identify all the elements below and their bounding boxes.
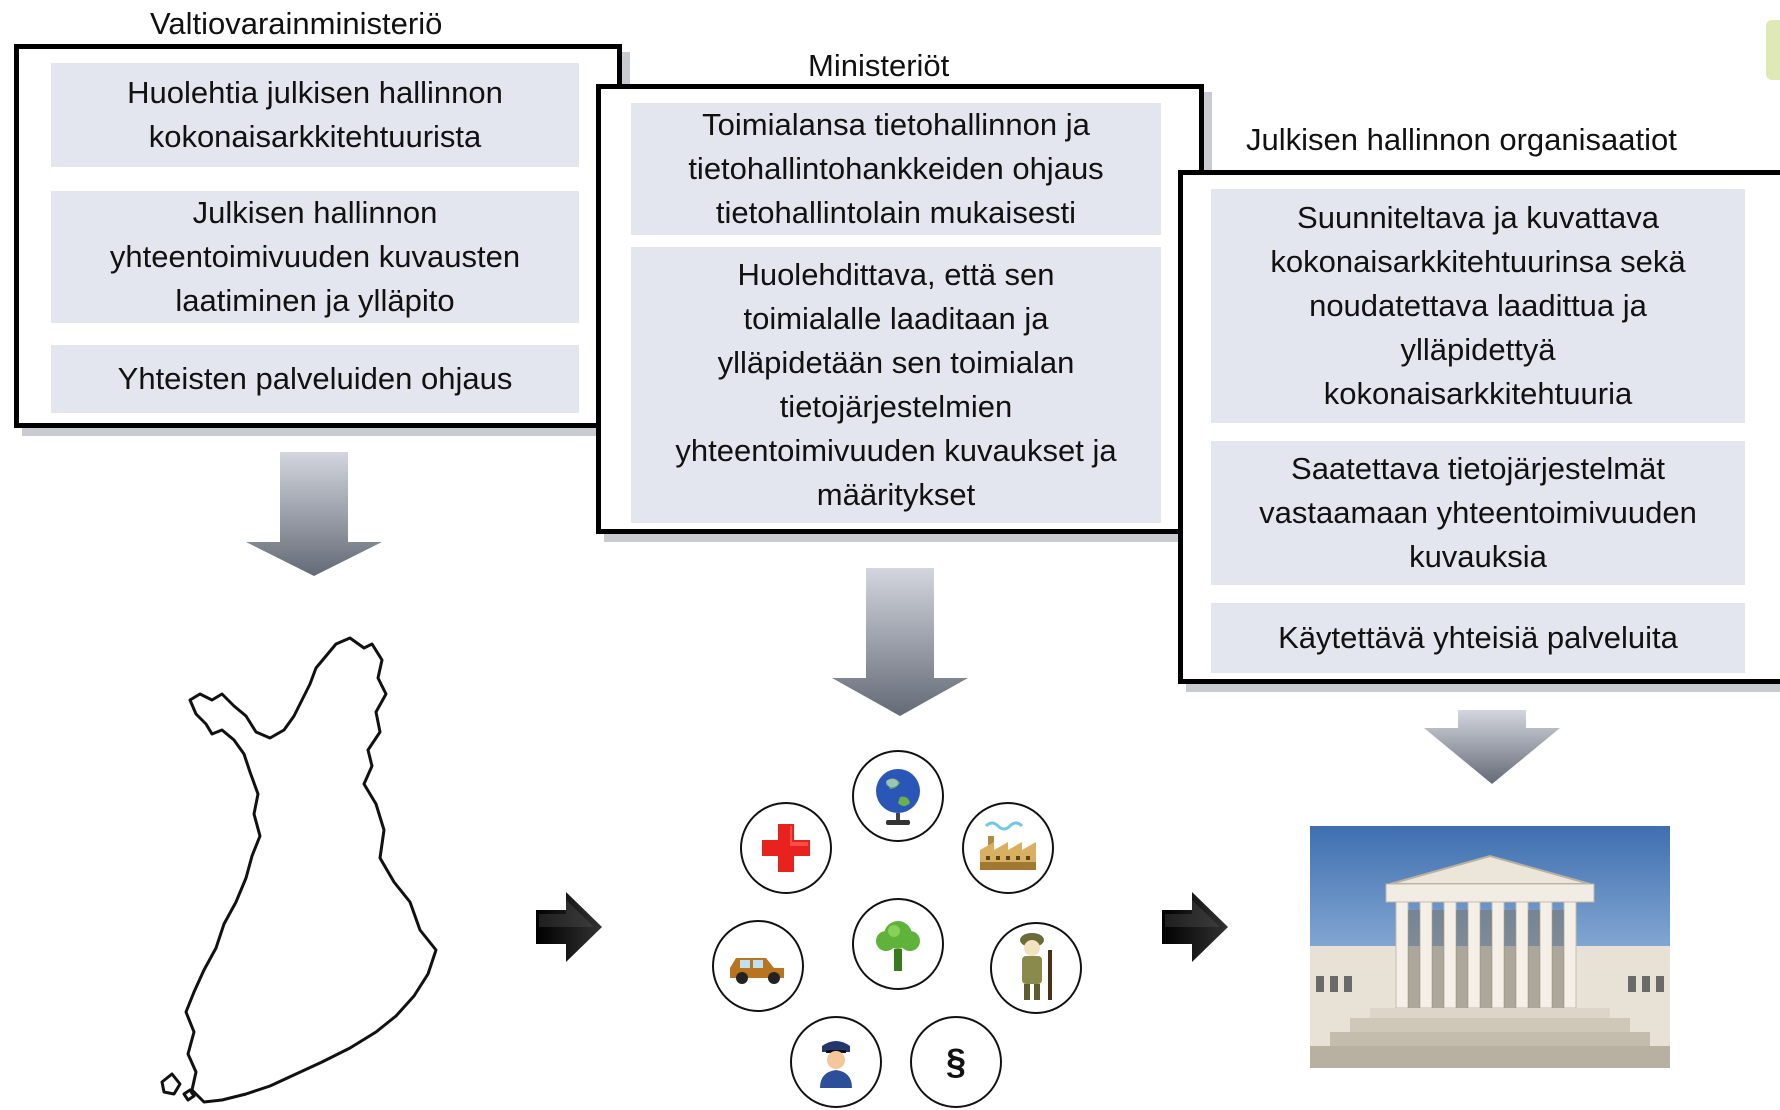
item-yhteiset-palvelut-kaytto: Käytettävä yhteisiä palveluita	[1211, 603, 1745, 673]
down-arrow-3	[1424, 710, 1560, 784]
item-yhteentoimivuuden-kuvaukset: Huolehdittava, että sen toimialalle laad…	[631, 247, 1161, 523]
item-yhteiset-palvelut: Yhteisten palveluiden ohjaus	[51, 345, 579, 413]
government-building-image	[1310, 826, 1670, 1068]
item-tietohallinnon-ohjaus: Toimialansa tietohallinnon ja tietohalli…	[631, 103, 1161, 235]
section-sign-glyph: §	[945, 1041, 967, 1082]
panel-valtiovarainministerio: Huolehtia julkisen hallinnon kokonaisark…	[14, 44, 622, 428]
right-arrow-1	[536, 892, 602, 962]
down-arrow-1	[246, 452, 382, 576]
column-title-organisaatiot: Julkisen hallinnon organisaatiot	[1246, 122, 1677, 157]
globe-icon	[852, 750, 944, 842]
corner-decoration	[1766, 20, 1780, 80]
factory-icon	[962, 802, 1054, 894]
section-sign-icon: §	[910, 1016, 1002, 1108]
down-arrow-2	[832, 568, 968, 716]
item-tietojarjestelmat: Saatettava tietojärjestelmät vastaamaan …	[1211, 441, 1745, 585]
item-kokonaisarkkitehtuuri: Huolehtia julkisen hallinnon kokonaisark…	[51, 63, 579, 167]
right-arrow-2	[1162, 892, 1228, 962]
item-kokonaisarkkitehtuuri-suunnittelu: Suunniteltava ja kuvattava kokonaisarkki…	[1211, 189, 1745, 423]
car-icon	[712, 920, 804, 1012]
item-yhteentoimivuus-kuvaukset: Julkisen hallinnon yhteentoimivuuden kuv…	[51, 191, 579, 323]
red-cross-icon	[740, 802, 832, 894]
soldier-icon	[990, 922, 1082, 1014]
finland-map-image	[160, 636, 438, 1104]
panel-ministeriot: Toimialansa tietohallinnon ja tietohalli…	[596, 84, 1204, 534]
panel-organisaatiot: Suunniteltava ja kuvattava kokonaisarkki…	[1178, 170, 1780, 684]
column-title-valtiovarainministerio: Valtiovarainministeriö	[150, 6, 443, 41]
column-title-ministeriot: Ministeriöt	[808, 48, 950, 83]
tree-icon	[852, 898, 944, 990]
police-officer-icon	[790, 1016, 882, 1108]
